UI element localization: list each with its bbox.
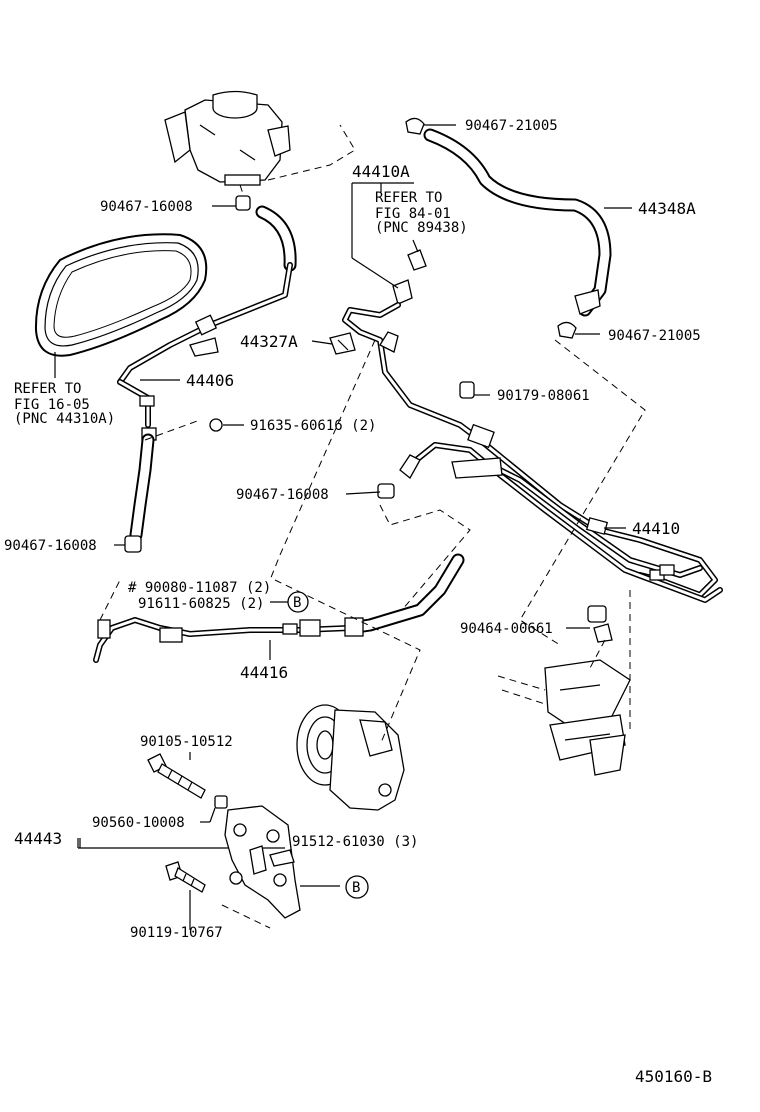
label-91512-61030: 91512-61030 (3) <box>292 834 418 850</box>
clip-44327A <box>329 332 356 355</box>
label-44406: 44406 <box>186 371 234 390</box>
marker-b-1: B <box>293 595 301 611</box>
label-refer-84-line2: FIG 84-01 <box>375 206 451 222</box>
label-90467-16008-left: 90467-16008 <box>4 538 97 554</box>
label-90467-21005-top: 90467-21005 <box>465 118 558 134</box>
label-90467-16008-top: 90467-16008 <box>100 199 193 215</box>
drive-belt <box>34 233 208 357</box>
label-90179-08061: 90179-08061 <box>497 388 590 404</box>
pressure-hose-44416 <box>93 553 465 663</box>
label-90467-16008-mid: 90467-16008 <box>236 487 329 503</box>
return-hose-44406 <box>117 205 297 542</box>
label-44410: 44410 <box>632 519 680 538</box>
label-91611-60825: 91611-60825 (2) <box>138 596 264 612</box>
marker-b-circle-2 <box>345 875 369 899</box>
label-90560-10008: 90560-10008 <box>92 815 185 831</box>
label-91635-60616: 91635-60616 (2) <box>250 418 376 434</box>
steering-gear <box>544 659 631 776</box>
label-44348A: 44348A <box>638 199 696 218</box>
label-44416: 44416 <box>240 663 288 682</box>
marker-b-circle-1 <box>287 591 309 613</box>
label-44327A: 44327A <box>240 332 298 351</box>
label-44410A: 44410A <box>352 162 410 181</box>
label-90119-10767: 90119-10767 <box>130 925 223 941</box>
union-44410A <box>392 239 427 305</box>
label-90080-11087: # 90080-11087 (2) <box>128 580 271 596</box>
bolt-icon <box>209 418 223 432</box>
label-refer-16-line1: REFER TO <box>14 381 81 397</box>
label-90105-10512: 90105-10512 <box>140 734 233 750</box>
label-90467-21005-mid: 90467-21005 <box>608 328 701 344</box>
power-steering-pump <box>296 704 405 811</box>
pressure-pipe-44410 <box>342 302 723 603</box>
label-90464-00661: 90464-00661 <box>460 621 553 637</box>
leader-lines <box>54 124 632 930</box>
label-refer-84-line3: (PNC 89438) <box>375 220 468 236</box>
bracket-44443 <box>224 805 301 919</box>
clamp-90464 <box>587 605 613 643</box>
assembly-guide-lines <box>99 339 646 929</box>
diagram-id: 450160-B <box>635 1067 712 1086</box>
label-refer-16-line3: (PNC 44310A) <box>14 411 115 427</box>
oil-reservoir <box>164 90 291 186</box>
clamp-icon <box>124 117 577 553</box>
collar-90560 <box>214 795 228 809</box>
label-refer-84-line1: REFER TO <box>375 190 442 206</box>
label-refer-16-line2: FIG 16-05 <box>14 397 90 413</box>
label-44443: 44443 <box>14 829 62 848</box>
bolt-90105 <box>147 753 206 799</box>
bolt-90119 <box>165 861 206 893</box>
marker-b-2: B <box>352 880 360 896</box>
suction-hose-44348A <box>423 128 612 317</box>
